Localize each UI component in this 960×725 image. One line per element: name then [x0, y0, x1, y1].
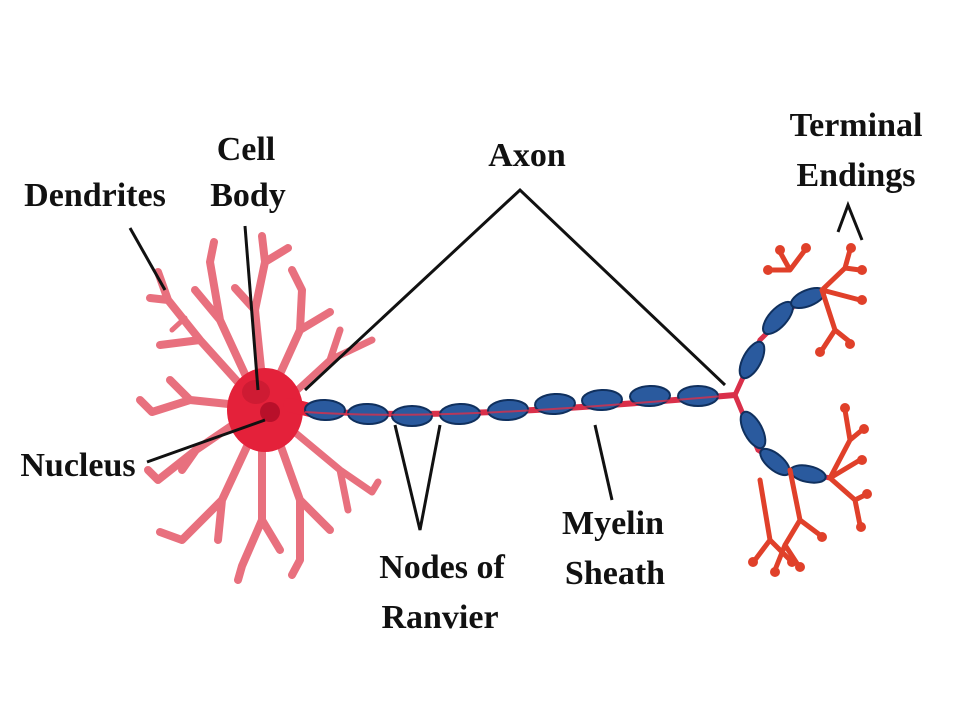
terminal-bulbs: [748, 243, 872, 577]
dendrites-pointer: [128, 227, 167, 291]
label-axon: Axon: [488, 137, 566, 174]
label-myelin-line1: Myelin: [562, 505, 664, 542]
nucleus: [260, 402, 280, 422]
myelin-sheath: [304, 384, 719, 427]
label-dendrites: Dendrites: [24, 177, 166, 214]
nodes-pointer: [393, 424, 442, 531]
label-terminal-line1: Terminal: [790, 107, 923, 144]
cell-body: [227, 368, 317, 452]
nucleus-pointer: [146, 418, 266, 464]
label-nodes-line2: Ranvier: [381, 599, 498, 636]
axon-branches: [732, 286, 831, 484]
leader-lines: [128, 187, 864, 531]
label-cell-body-line2: Body: [210, 177, 286, 214]
label-terminal-line2: Endings: [796, 157, 915, 194]
dendrites: [136, 232, 382, 584]
label-cell-body-line1: Cell: [217, 131, 276, 168]
label-myelin-line2: Sheath: [565, 555, 665, 592]
myelin-pointer: [593, 424, 614, 501]
axon-pointer: [303, 187, 727, 392]
label-nodes-line1: Nodes of: [379, 549, 505, 586]
terminal-endings: [752, 247, 868, 573]
cell-body-pointer: [243, 225, 260, 391]
label-nucleus: Nucleus: [20, 447, 135, 484]
terminal-pointer: [836, 200, 864, 241]
labels: Dendrites Cell Body Axon Terminal Ending…: [20, 107, 922, 636]
